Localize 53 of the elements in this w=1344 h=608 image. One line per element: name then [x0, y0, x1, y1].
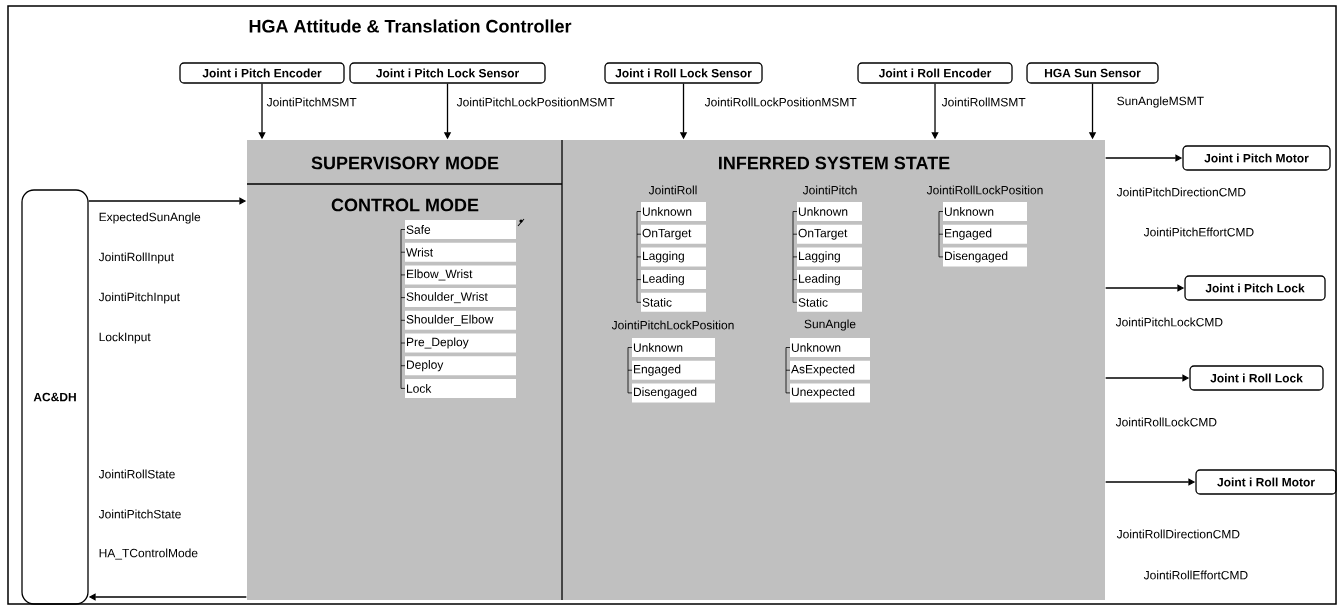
state-heading: JointiRoll: [648, 185, 697, 195]
device-box: Joint i Roll Motor: [1195, 469, 1337, 495]
state-cell: Leading: [797, 270, 862, 290]
state-heading: JointiPitch: [802, 185, 857, 195]
signal-label: JointiRollState: [98, 469, 175, 479]
signal-label: JointiRollInput: [98, 252, 174, 264]
signal-label: LockInput: [99, 332, 151, 344]
signal-label: SunAngleMSMT: [1115, 95, 1206, 109]
signal-label: JointiPitchEffortCMD: [1143, 227, 1254, 237]
state-heading: JointiPitchLockPosition: [611, 320, 734, 330]
title: HGA Attitude & Translation Controller: [249, 19, 572, 33]
signal-label: JointiPitchLockPositionMSMT: [455, 96, 616, 108]
state-cell: Disengaged: [943, 247, 1027, 267]
signal-label: JointiPitchLockCMD: [1115, 317, 1223, 327]
state-cell: Unknown: [641, 202, 706, 221]
device-box: Joint i Pitch Encoder: [179, 62, 345, 84]
state-cell: Safe: [405, 220, 516, 239]
signal-label: JointiPitchInput: [98, 292, 180, 304]
state-cell: Unknown: [790, 338, 870, 357]
signal-label: HA_TControlMode: [99, 548, 198, 560]
signal-label: ExpectedSunAngle: [99, 212, 201, 224]
signal-label: JointiPitchDirectionCMD: [1116, 187, 1246, 197]
node-label: CONTROL MODE: [331, 198, 479, 212]
signal-label: JointiRollEffortCMD: [1143, 570, 1248, 580]
signal-label: JointiRollMSMT: [940, 96, 1027, 108]
signal-label: JointiPitchState: [98, 509, 181, 519]
state-cell: Leading: [641, 270, 706, 290]
state-cell: Deploy: [405, 356, 516, 376]
node-label: SUPERVISORY MODE: [311, 156, 499, 170]
state-cell: Lagging: [797, 247, 862, 267]
state-cell: Disengaged: [632, 383, 715, 403]
state-cell: Lagging: [641, 247, 706, 267]
signal-label: JointiPitchMSMT: [265, 96, 358, 108]
device-box: Joint i Roll Encoder: [857, 62, 1013, 84]
device-box: Joint i Pitch Lock Sensor: [349, 62, 546, 84]
signal-label: JointiRollDirectionCMD: [1116, 529, 1240, 539]
signal-label: JointiRollLockPositionMSMT: [703, 96, 858, 108]
state-cell: Unexpected: [790, 383, 870, 403]
device-box: HGA Sun Sensor: [1026, 62, 1159, 84]
state-cell: Unknown: [632, 338, 715, 357]
state-heading: JointiRollLockPosition: [926, 185, 1043, 195]
system-box: AC&DH: [21, 189, 89, 605]
node-label: INFERRED SYSTEM STATE: [719, 156, 950, 170]
state-cell: Unknown: [943, 202, 1027, 221]
state-cell: Unknown: [797, 202, 862, 221]
state-heading: SunAngle: [804, 319, 856, 331]
device-box: Joint i Roll Lock: [1189, 365, 1324, 391]
signal-label: JointiRollLockCMD: [1115, 417, 1217, 427]
device-box: Joint i Pitch Motor: [1182, 145, 1331, 171]
device-box: Joint i Pitch Lock: [1184, 275, 1326, 301]
state-cell: Shoulder_Wrist: [405, 288, 516, 308]
device-box: Joint i Roll Lock Sensor: [604, 62, 763, 84]
state-cell: Elbow_Wrist: [405, 265, 516, 285]
